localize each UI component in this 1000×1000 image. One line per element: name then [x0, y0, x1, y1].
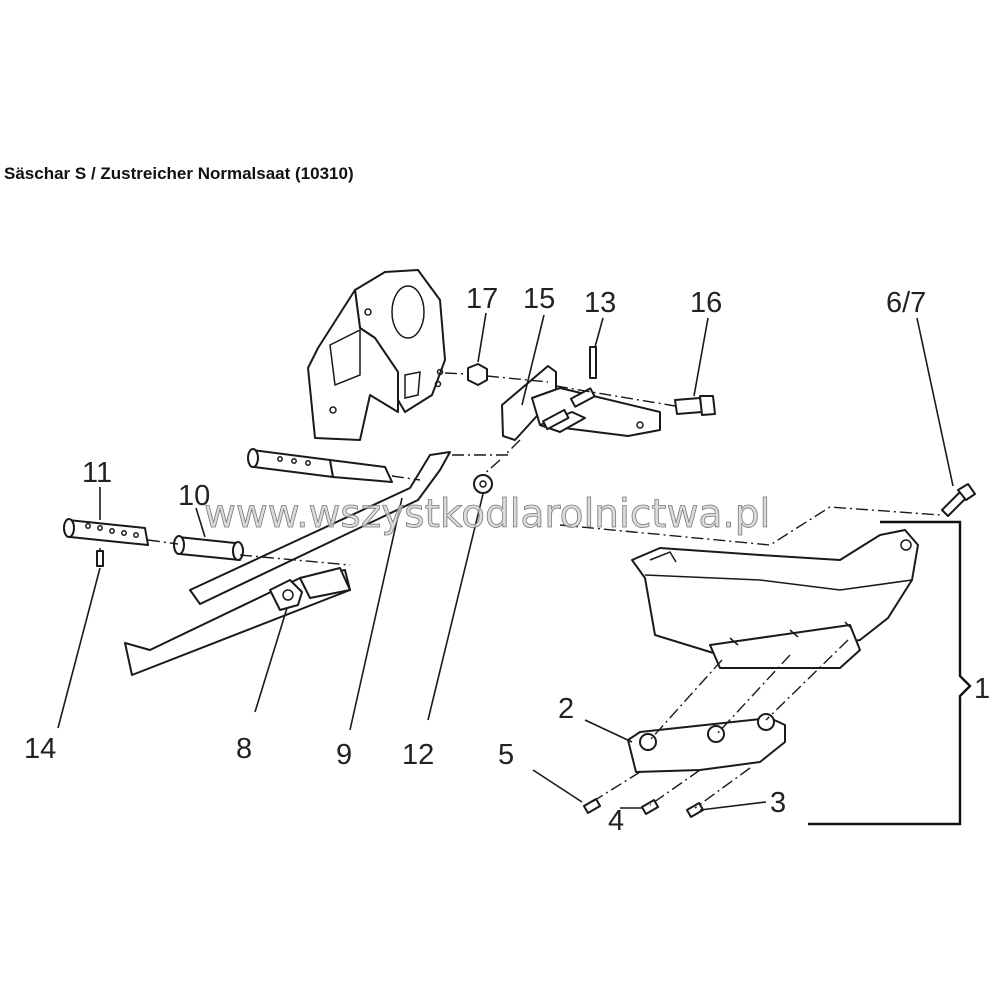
mounting-bracket	[307, 269, 446, 441]
label-13: 13	[584, 287, 616, 319]
part-11-upper-tube	[247, 448, 393, 483]
label-9: 9	[336, 739, 352, 771]
leader-lines	[57, 312, 954, 811]
part-2-wear-plate	[627, 713, 786, 773]
label-1: 1	[974, 673, 990, 705]
label-6-7: 6/7	[886, 287, 926, 319]
assembly-lines	[99, 372, 941, 809]
part-5-screw	[582, 798, 602, 814]
label-14: 14	[24, 733, 56, 765]
part-14-pin	[96, 550, 104, 567]
label-10: 10	[178, 480, 210, 512]
watermark-text: www.wszystkodlarolnictwa.pl	[204, 492, 770, 537]
label-8: 8	[236, 733, 252, 765]
label-16: 16	[690, 287, 722, 319]
label-3: 3	[770, 787, 786, 819]
label-2: 2	[558, 693, 574, 725]
part-12-washer	[473, 474, 493, 494]
part-8-coverer	[124, 567, 351, 676]
label-5: 5	[498, 739, 514, 771]
label-4: 4	[608, 805, 624, 837]
part-17-nut	[467, 363, 488, 386]
part-13-split-pin	[589, 346, 597, 379]
part-6-7-bolt	[941, 483, 976, 517]
part-1-bracket	[808, 520, 972, 826]
part-1-coulter	[631, 529, 919, 669]
part-4-screw	[640, 799, 660, 815]
part-3-screw	[685, 802, 705, 818]
part-16-bolt	[674, 395, 716, 416]
label-15: 15	[523, 283, 555, 315]
part-11-adjusting-tube	[63, 518, 149, 546]
part-9-tension-rod	[189, 451, 451, 605]
label-17: 17	[466, 283, 498, 315]
label-12: 12	[402, 739, 434, 771]
label-11: 11	[82, 457, 112, 489]
part-10-spring	[173, 535, 244, 561]
diagram-title: Säschar S / Zustreicher Normalsaat (1031…	[4, 164, 354, 183]
part-15-clamp-plate	[501, 365, 661, 441]
